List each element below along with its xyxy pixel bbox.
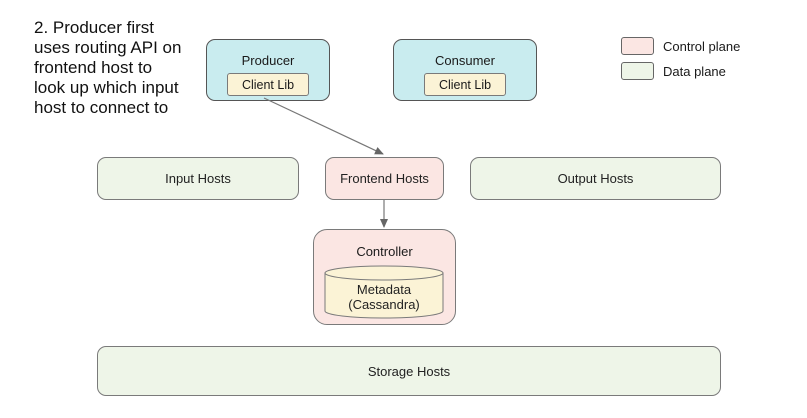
consumer-client-lib[interactable]: Client Lib (424, 73, 506, 96)
producer-node[interactable]: Producer Client Lib (206, 39, 330, 101)
frontend-hosts-box[interactable]: Frontend Hosts (325, 157, 444, 200)
producer-client-lib[interactable]: Client Lib (227, 73, 309, 96)
consumer-title: Consumer (435, 53, 495, 68)
output-hosts-label: Output Hosts (557, 171, 634, 186)
legend-control-swatch (621, 37, 654, 55)
controller-title: Controller (356, 244, 413, 259)
annotation-line: uses routing API on (34, 38, 182, 57)
metadata-label-line1: Metadata (357, 282, 412, 297)
input-hosts-label: Input Hosts (165, 171, 231, 186)
annotation-line: frontend host to (34, 58, 153, 77)
consumer-node[interactable]: Consumer Client Lib (393, 39, 537, 101)
annotation-line: host to connect to (34, 98, 169, 117)
annotation-text: 2. Producer first uses routing API on fr… (34, 18, 214, 118)
input-hosts-box[interactable]: Input Hosts (97, 157, 299, 200)
metadata-cylinder[interactable]: Metadata (Cassandra) (324, 265, 444, 319)
producer-title: Producer (241, 53, 295, 68)
legend-control-label: Control plane (663, 39, 741, 54)
output-hosts-box[interactable]: Output Hosts (470, 157, 721, 200)
metadata-label-line2: (Cassandra) (348, 297, 420, 312)
annotation-line: look up which input (34, 78, 179, 97)
legend-data-swatch (621, 62, 654, 80)
frontend-hosts-label: Frontend Hosts (340, 171, 429, 186)
storage-hosts-label: Storage Hosts (367, 363, 451, 379)
legend-data-label: Data plane (663, 64, 726, 79)
annotation-line: 2. Producer first (34, 18, 154, 37)
storage-hosts-box[interactable]: Storage Hosts (97, 346, 721, 396)
producer-to-frontend-arrow (263, 97, 384, 155)
